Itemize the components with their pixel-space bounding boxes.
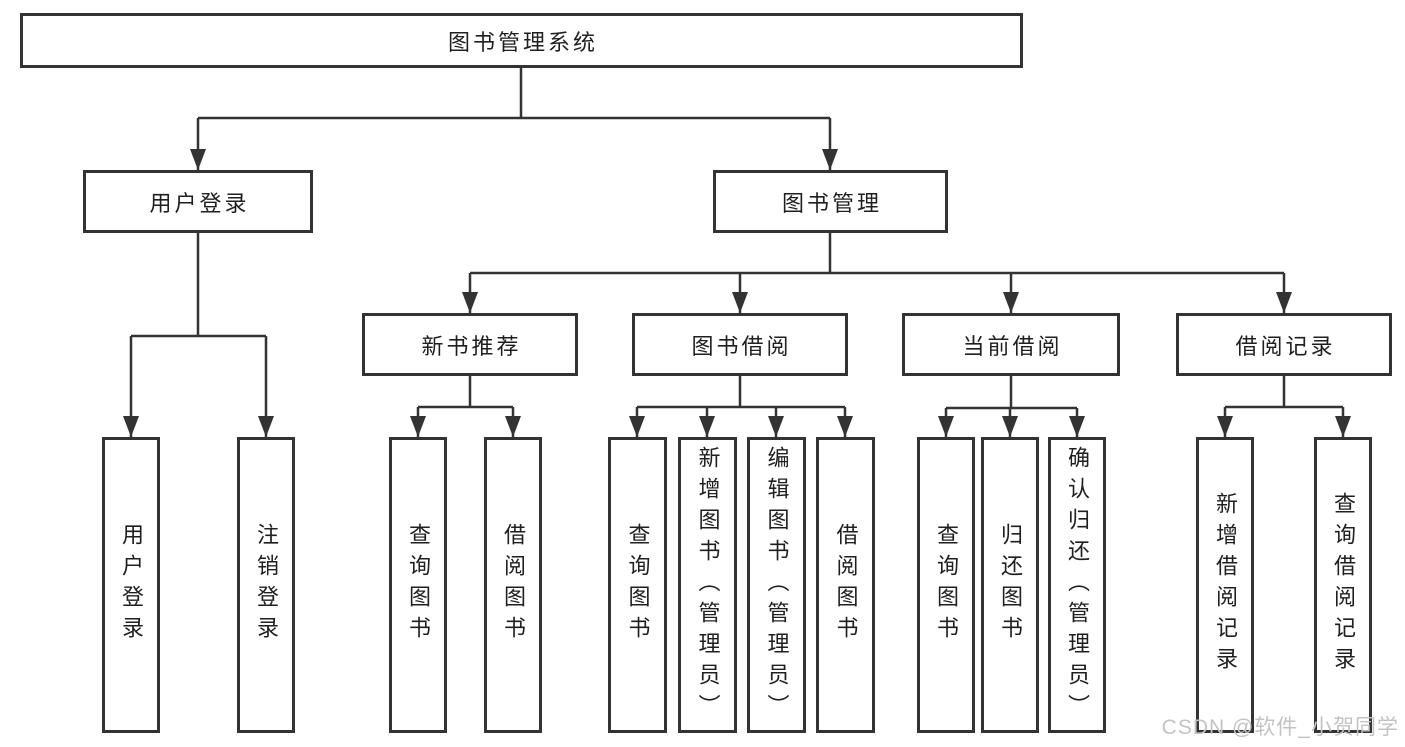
- leaf-query-books-current: 查询图书: [917, 437, 975, 733]
- connector-current-borrow-to-leaves: [938, 376, 1085, 437]
- leaf-borrow-books: 借阅图书: [816, 437, 875, 733]
- connector-root-to-level2: [190, 68, 838, 170]
- leaf-user-login: 用户登录: [102, 437, 160, 733]
- connector-new-book-to-leaves: [410, 376, 521, 437]
- leaf-edit-books-admin: 编辑图书（管理员）: [747, 437, 806, 733]
- connector-book-management-to-level3: [462, 233, 1292, 313]
- leaf-add-borrow-record: 新增借阅记录: [1196, 437, 1254, 733]
- leaf-query-books-borrow: 查询图书: [608, 437, 667, 733]
- leaf-query-borrow-record: 查询借阅记录: [1314, 437, 1372, 733]
- node-new-book-recommendation: 新书推荐: [362, 313, 578, 376]
- node-book-borrowing: 图书借阅: [632, 313, 848, 376]
- node-current-borrowing: 当前借阅: [902, 313, 1120, 376]
- connector-user-login-to-leaves: [123, 233, 274, 437]
- node-book-management-module: 图书管理: [713, 170, 948, 233]
- leaf-borrow-books-recommend: 借阅图书: [484, 437, 542, 733]
- connector-borrow-records-to-leaves: [1217, 376, 1351, 437]
- csdn-watermark: CSDN @软件_小贺同学: [1161, 716, 1399, 739]
- leaf-confirm-return-admin: 确认归还（管理员）: [1048, 437, 1106, 733]
- node-library-management-system: 图书管理系统: [20, 13, 1023, 68]
- node-borrowing-records: 借阅记录: [1176, 313, 1392, 376]
- leaf-query-books-recommend: 查询图书: [389, 437, 447, 733]
- leaf-add-books-admin: 新增图书（管理员）: [678, 437, 737, 733]
- node-user-login-module: 用户登录: [83, 170, 313, 233]
- leaf-logout: 注销登录: [237, 437, 295, 733]
- leaf-return-books: 归还图书: [981, 437, 1039, 733]
- connector-book-borrow-to-leaves: [629, 376, 853, 437]
